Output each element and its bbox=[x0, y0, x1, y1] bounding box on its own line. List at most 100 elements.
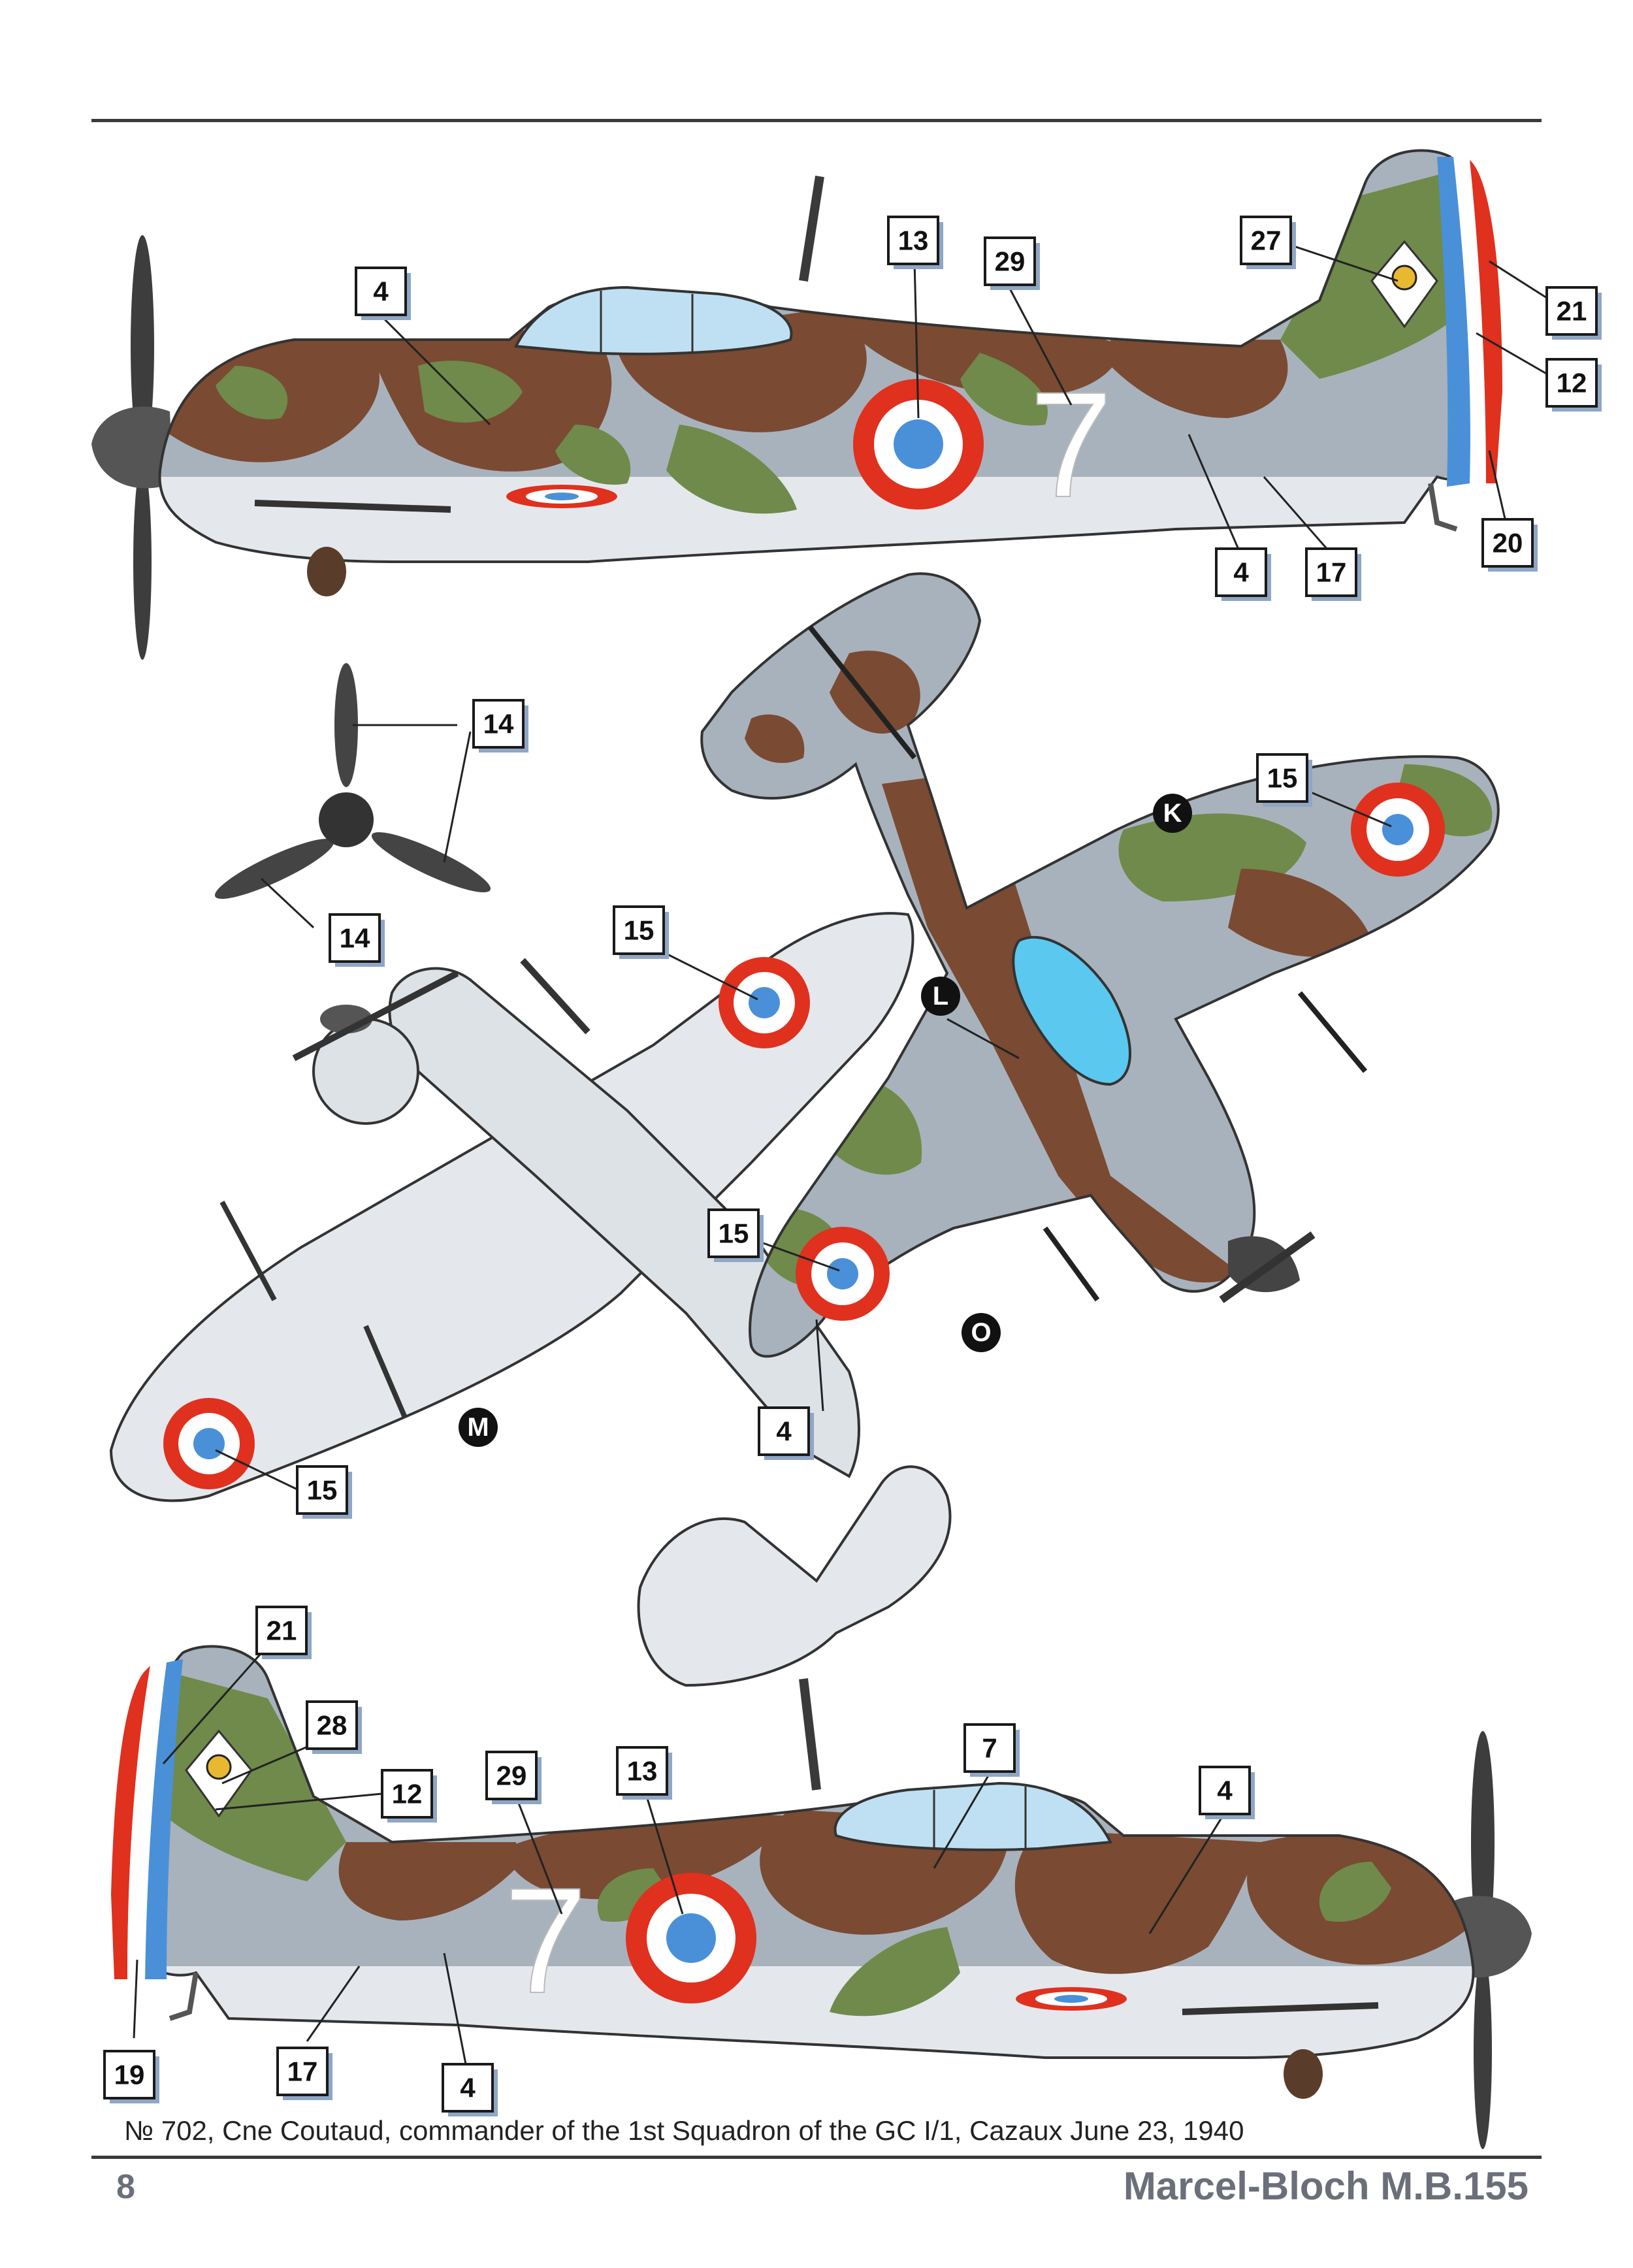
callout-label: 14 bbox=[472, 699, 528, 753]
svg-text:4: 4 bbox=[1233, 557, 1249, 588]
underside-tailplane bbox=[637, 1465, 952, 1687]
top-rule bbox=[91, 119, 1542, 122]
top-plan-outline bbox=[700, 572, 1500, 1358]
callout-label: 4 bbox=[1199, 1766, 1255, 1819]
svg-text:12: 12 bbox=[392, 1779, 423, 1809]
letter-marker: O bbox=[962, 1313, 1001, 1352]
svg-text:15: 15 bbox=[307, 1475, 338, 1506]
callout-label: 15 bbox=[296, 1465, 352, 1519]
callout-label: 17 bbox=[1305, 547, 1361, 601]
plate-caption: № 702, Cne Coutaud, commander of the 1st… bbox=[124, 2115, 1244, 2146]
svg-text:12: 12 bbox=[1557, 368, 1587, 398]
callout-label: 27 bbox=[1240, 216, 1296, 269]
tail-wheel bbox=[1428, 483, 1458, 532]
callout-label: 17 bbox=[276, 2047, 332, 2100]
prop-blade-1 bbox=[334, 663, 358, 787]
svg-text:4: 4 bbox=[460, 2073, 476, 2103]
propeller-blade-lower-r bbox=[1474, 1953, 1492, 2149]
letter-markers: K L O M bbox=[459, 794, 1192, 1447]
prop-hub bbox=[319, 792, 374, 847]
svg-text:4: 4 bbox=[776, 1416, 792, 1447]
callout-label: 13 bbox=[887, 216, 943, 269]
underside-cowl bbox=[312, 1018, 419, 1125]
main-wheel-r bbox=[1284, 2049, 1323, 2099]
callout-label: 4 bbox=[758, 1406, 814, 1460]
spinner bbox=[91, 406, 173, 489]
prop-blade-3 bbox=[371, 832, 491, 892]
leader-lines bbox=[133, 240, 1562, 2071]
svg-text:14: 14 bbox=[483, 709, 514, 739]
svg-text:29: 29 bbox=[496, 1760, 527, 1791]
callout-label: 12 bbox=[1545, 358, 1602, 412]
underside-wing bbox=[109, 912, 914, 1502]
top-plan-canopy bbox=[1012, 935, 1131, 1086]
svg-text:21: 21 bbox=[1557, 296, 1587, 327]
svg-text:28: 28 bbox=[317, 1710, 348, 1741]
tail-wheel-r bbox=[169, 1972, 199, 2021]
svg-text:M: M bbox=[467, 1413, 489, 1442]
callout-label: 21 bbox=[1545, 286, 1602, 340]
letter-marker: L bbox=[921, 977, 960, 1016]
bottom-rule bbox=[91, 2156, 1542, 2159]
svg-text:7: 7 bbox=[982, 1733, 997, 1764]
svg-text:17: 17 bbox=[287, 2056, 318, 2087]
callout-label: 15 bbox=[1256, 753, 1312, 807]
propeller-blade-upper bbox=[131, 235, 154, 457]
callout-label: 15 bbox=[613, 905, 669, 959]
callouts: 4 13 29 27 21 12 20 4 17 14 14 15 15 15 … bbox=[103, 216, 1602, 2116]
letter-marker: M bbox=[459, 1408, 498, 1447]
svg-text:O: O bbox=[971, 1318, 991, 1347]
svg-text:15: 15 bbox=[624, 915, 655, 946]
callout-label: 19 bbox=[103, 2050, 159, 2103]
callout-label: 4 bbox=[355, 267, 411, 320]
svg-text:4: 4 bbox=[1217, 1775, 1233, 1806]
propeller-blade-lower bbox=[133, 464, 152, 660]
underside-plan bbox=[109, 912, 952, 1687]
rudder-tricolor-blue-r bbox=[145, 1659, 183, 1979]
svg-text:17: 17 bbox=[1316, 557, 1347, 588]
svg-text:21: 21 bbox=[267, 1615, 297, 1646]
svg-text:27: 27 bbox=[1251, 225, 1282, 256]
callout-label: 13 bbox=[616, 1746, 672, 1800]
letter-marker: K bbox=[1153, 794, 1192, 833]
canopy bbox=[513, 285, 793, 355]
rudder-tricolor-red-r bbox=[111, 1666, 150, 1979]
svg-text:13: 13 bbox=[627, 1756, 658, 1787]
svg-text:14: 14 bbox=[340, 923, 370, 954]
callout-label: 4 bbox=[1215, 547, 1271, 601]
page-number: 8 bbox=[116, 2168, 135, 2206]
rudder-tricolor-white bbox=[1453, 157, 1486, 483]
antenna-mast-r bbox=[799, 1678, 821, 1790]
rudder-tricolor-red bbox=[1470, 160, 1502, 483]
svg-text:19: 19 bbox=[114, 2060, 145, 2090]
book-title: Marcel-Bloch M.B.155 bbox=[1123, 2164, 1528, 2208]
propeller-detail bbox=[214, 663, 491, 899]
callout-label: 12 bbox=[381, 1769, 437, 1822]
callout-label: 7 bbox=[963, 1723, 1020, 1777]
svg-text:29: 29 bbox=[995, 246, 1026, 277]
svg-text:13: 13 bbox=[898, 225, 929, 256]
svg-text:15: 15 bbox=[719, 1218, 749, 1249]
svg-text:20: 20 bbox=[1493, 528, 1523, 559]
svg-text:4: 4 bbox=[373, 276, 389, 307]
callout-label: 29 bbox=[485, 1751, 542, 1804]
svg-text:L: L bbox=[933, 982, 948, 1011]
callout-label: 14 bbox=[329, 913, 385, 967]
callout-label: 4 bbox=[442, 2063, 498, 2116]
callout-label: 28 bbox=[306, 1700, 362, 1754]
rudder-tricolor-blue bbox=[1437, 157, 1470, 487]
svg-text:15: 15 bbox=[1267, 763, 1298, 794]
canopy-r bbox=[833, 1781, 1113, 1851]
svg-text:K: K bbox=[1163, 799, 1182, 828]
prop-blade-2 bbox=[214, 839, 334, 899]
main-wheel bbox=[307, 547, 346, 596]
aircraft-number-marking-r: 7 bbox=[504, 1856, 587, 2024]
rudder-tricolor-white-r bbox=[127, 1662, 167, 1979]
callout-label: 20 bbox=[1481, 518, 1538, 572]
antenna-mast bbox=[799, 175, 824, 282]
callout-label: 15 bbox=[707, 1208, 764, 1262]
callout-label: 21 bbox=[255, 1606, 312, 1659]
callout-label: 29 bbox=[984, 236, 1040, 290]
aircraft-number-marking: 7 bbox=[1029, 361, 1113, 528]
